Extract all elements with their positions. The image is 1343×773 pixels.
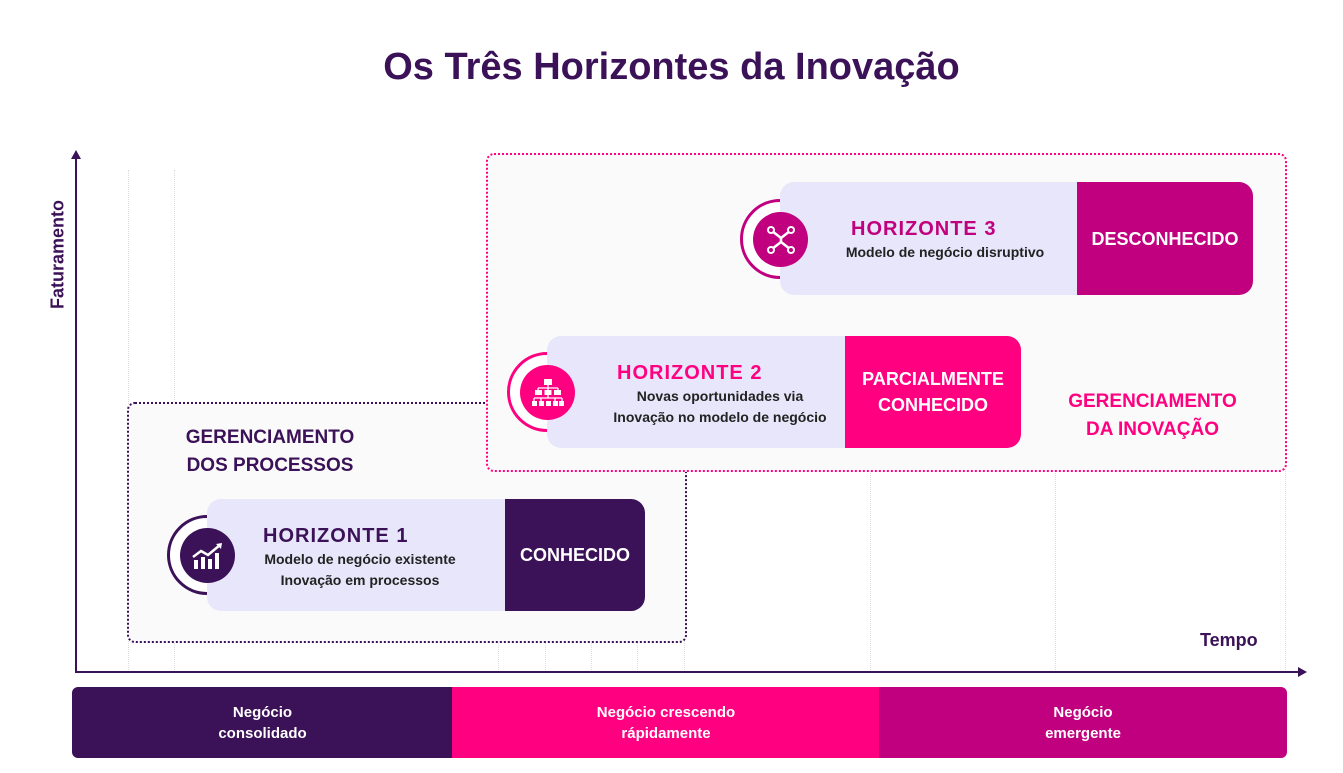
horizon-2-status: PARCIALMENTE CONHECIDO xyxy=(845,336,1021,448)
status-line: CONHECIDO xyxy=(877,395,988,415)
stage-emerging: Negócio emergente xyxy=(879,687,1287,758)
stage-label-line: Negócio xyxy=(1053,703,1113,721)
org-chart-icon xyxy=(520,365,575,420)
x-axis xyxy=(75,671,1300,673)
description-line: Modelo de negócio disruptivo xyxy=(845,244,1045,260)
description-line: Modelo de negócio existente xyxy=(264,551,456,567)
horizon-1-card xyxy=(207,499,507,611)
zone-label-line: DA INOVAÇÃO xyxy=(1086,419,1219,440)
y-axis-arrow-icon xyxy=(71,150,81,159)
process-management-label: GERENCIAMENTO DOS PROCESSOS xyxy=(160,424,380,480)
zone-label-line: GERENCIAMENTO xyxy=(1068,391,1237,412)
horizon-3-title: HORIZONTE 3 xyxy=(851,218,997,240)
zone-label-line: DOS PROCESSOS xyxy=(186,455,354,476)
description-line: Inovação no modelo de negócio xyxy=(613,409,827,425)
horizon-2-description: Novas oportunidades via Inovação no mode… xyxy=(598,386,842,428)
horizon-1-status: CONHECIDO xyxy=(505,499,645,611)
horizon-2-card xyxy=(547,336,847,448)
x-axis-label: Tempo xyxy=(1200,630,1258,650)
stage-label-line: Negócio xyxy=(232,703,293,721)
horizon-3-card xyxy=(780,182,1079,295)
innovation-management-label: GERENCIAMENTO DA INOVAÇÃO xyxy=(1040,388,1265,444)
horizon-1-description: Modelo de negócio existente Inovação em … xyxy=(240,549,480,591)
horizon-2-title: HORIZONTE 2 xyxy=(617,362,763,384)
description-line: Inovação em processos xyxy=(280,572,440,588)
growth-chart-icon xyxy=(180,528,235,583)
zone-label-line: GERENCIAMENTO xyxy=(185,427,355,448)
status-line: PARCIALMENTE xyxy=(862,369,1004,389)
y-axis-label: Faturamento xyxy=(47,200,68,310)
stage-label-line: emergente xyxy=(1045,724,1121,742)
page-title: Os Três Horizontes da Inovação xyxy=(383,46,960,88)
y-axis xyxy=(75,158,77,673)
horizon-3-status: DESCONHECIDO xyxy=(1077,182,1253,295)
stage-label-line: rápidamente xyxy=(621,724,711,742)
description-line: Novas oportunidades via xyxy=(636,388,804,404)
x-axis-arrow-icon xyxy=(1298,667,1307,677)
horizon-3-description: Modelo de negócio disruptivo xyxy=(830,242,1060,263)
horizon-1-title: HORIZONTE 1 xyxy=(263,525,409,547)
stage-growing: Negócio crescendo rápidamente xyxy=(452,687,880,758)
stage-consolidated: Negócio consolidado xyxy=(72,687,453,758)
network-nodes-icon xyxy=(753,212,808,267)
stage-label-line: Negócio crescendo xyxy=(596,703,736,721)
stage-label-line: consolidado xyxy=(218,724,307,742)
